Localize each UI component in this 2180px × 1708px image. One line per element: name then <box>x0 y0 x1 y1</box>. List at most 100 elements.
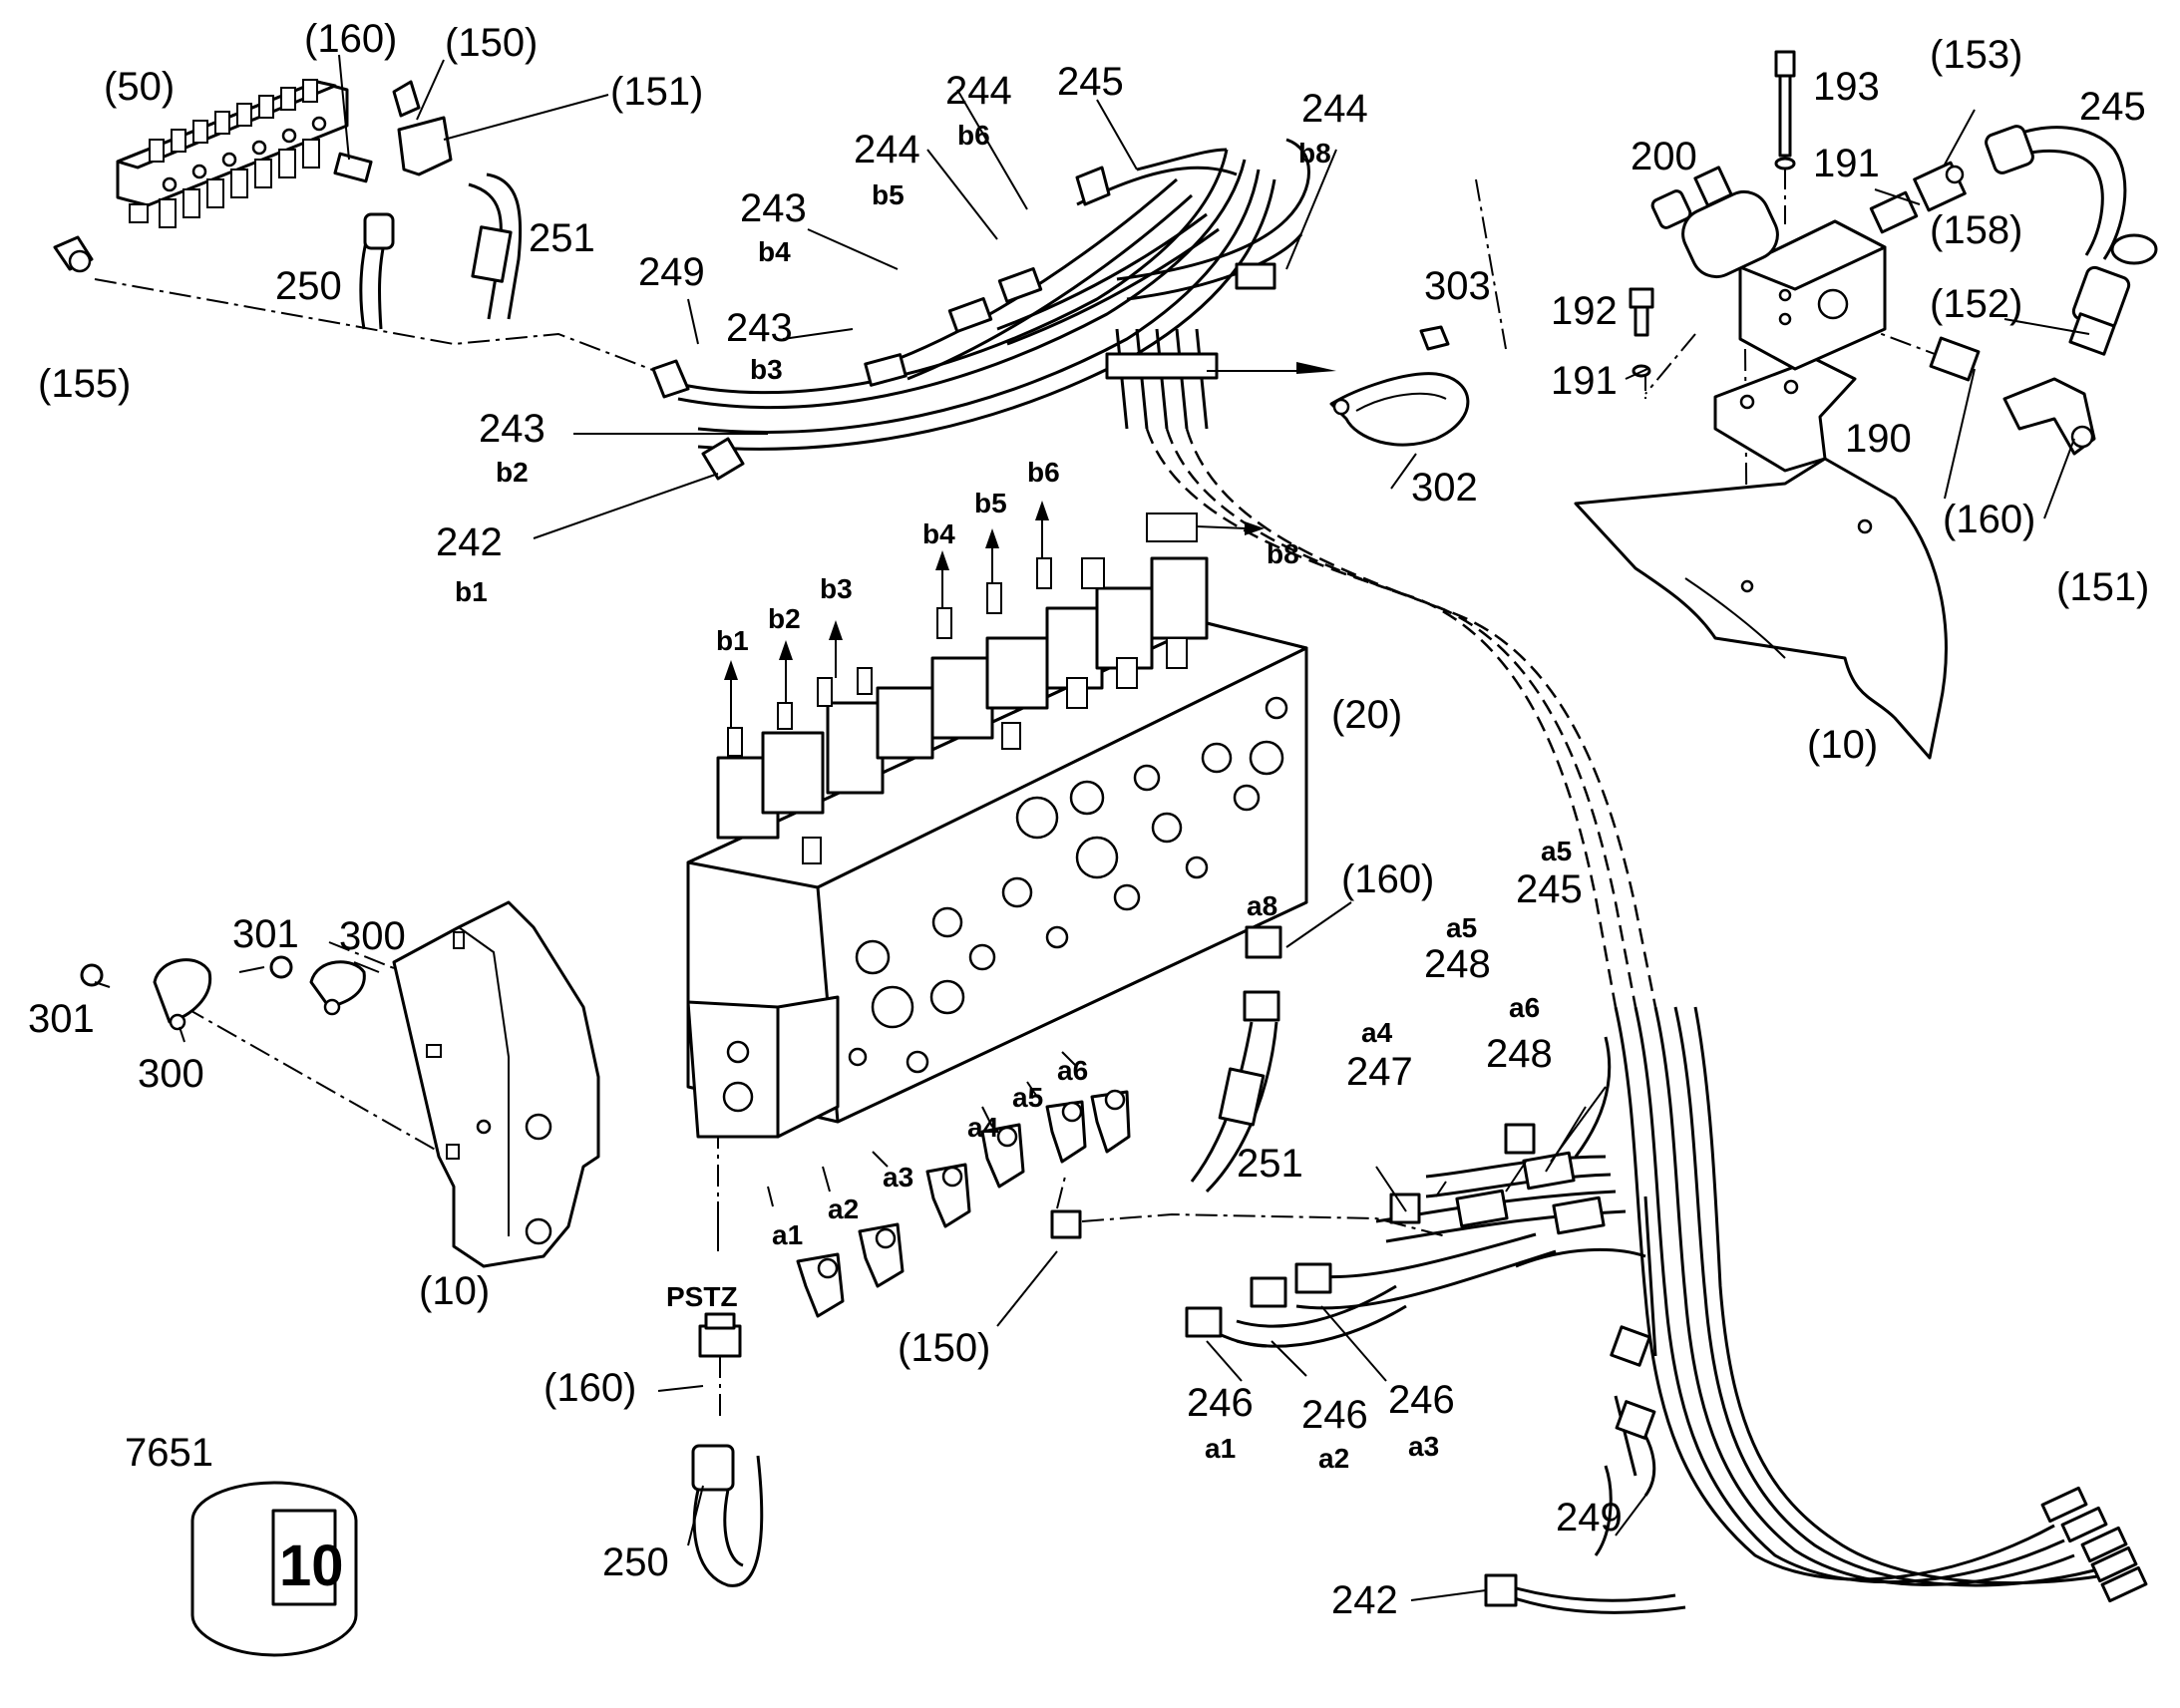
callout-251-bottom: 251 <box>1237 1142 1303 1186</box>
callout-150-top: (150) <box>445 21 538 65</box>
callout-158: (158) <box>1930 208 2022 252</box>
callout-249-top: 249 <box>638 250 705 294</box>
callout-153: (153) <box>1930 33 2022 77</box>
callout-249-bottom: 249 <box>1556 1496 1623 1539</box>
code-b5-port: b5 <box>974 488 1007 518</box>
code-b5-hose: b5 <box>872 179 905 210</box>
code-pstz: PSTZ <box>666 1281 738 1312</box>
callout-50: (50) <box>104 65 175 109</box>
clamps-300-301 <box>80 955 366 1031</box>
code-b2-port: b2 <box>768 603 801 634</box>
bracket-10-left <box>392 900 600 1268</box>
callout-246-a3: 246 <box>1388 1378 1455 1422</box>
callout-10-left: (10) <box>419 1269 490 1313</box>
callout-303: 303 <box>1424 264 1491 308</box>
callout-301-left: 301 <box>28 997 95 1041</box>
callout-200: 200 <box>1631 135 1697 178</box>
tag-7651: 10 <box>190 1481 358 1657</box>
code-b2-hose: b2 <box>496 457 529 488</box>
code-a5-mid: a5 <box>1446 912 1477 943</box>
callout-190: 190 <box>1845 417 1912 461</box>
hose-250-top <box>359 212 395 330</box>
callout-160-top: (160) <box>304 17 397 61</box>
code-b6-hose: b6 <box>957 120 990 151</box>
callout-242-b1: 242 <box>436 520 503 564</box>
hose-245-right <box>1985 125 2158 265</box>
callout-160-right: (160) <box>1943 498 2035 541</box>
code-b1-hose: b1 <box>455 576 488 607</box>
code-b1-port: b1 <box>716 625 749 656</box>
callout-248-a6: 248 <box>1486 1032 1553 1076</box>
callout-300-top: 300 <box>339 914 406 958</box>
callout-301-top: 301 <box>232 912 299 956</box>
fitting-155 <box>53 235 94 273</box>
fitting-158-153 <box>1869 161 1967 234</box>
callout-192: 192 <box>1551 289 1618 333</box>
a8-fitting-hose-251 <box>1190 925 1282 1194</box>
callout-155: (155) <box>38 362 131 406</box>
code-a1-hose: a1 <box>1205 1433 1236 1464</box>
callout-243-b3: 243 <box>726 306 793 350</box>
callout-247: 247 <box>1346 1050 1413 1094</box>
solenoid-valve-200 <box>1650 166 1887 371</box>
code-a1-port: a1 <box>772 1219 803 1250</box>
hose-251-top <box>468 172 523 320</box>
dashed-hose-routing <box>1145 428 1657 1008</box>
callout-labels: (50) (160) (150) (151) (155) 250 251 244… <box>28 17 2149 1622</box>
b-port-arrows <box>724 501 1265 728</box>
bolt-193 <box>1774 50 1796 171</box>
callout-244-b8: 244 <box>1301 87 1368 131</box>
callout-191-bottom: 191 <box>1551 359 1618 403</box>
callout-152: (152) <box>1930 282 2022 326</box>
bolt-192 <box>1629 287 1654 378</box>
callout-10-right: (10) <box>1807 723 1878 767</box>
code-a2-hose: a2 <box>1318 1443 1349 1474</box>
callout-242-bottom: 242 <box>1331 1578 1398 1622</box>
callout-7651: 7651 <box>125 1431 213 1475</box>
callout-245-lower: 245 <box>1516 867 1583 911</box>
code-a2-port: a2 <box>828 1194 859 1224</box>
leader-lines <box>94 54 2090 1601</box>
callout-150-bottom: (150) <box>898 1326 990 1370</box>
code-a3-hose: a3 <box>1408 1431 1439 1462</box>
fitting-150-top <box>392 80 453 176</box>
tag-badge: 10 <box>279 1534 344 1598</box>
callout-243-b4: 243 <box>740 186 807 230</box>
callout-151-right: (151) <box>2056 565 2149 609</box>
callout-300-left: 300 <box>138 1052 204 1096</box>
code-a6-mid: a6 <box>1509 992 1540 1023</box>
callout-243-b2: 243 <box>479 407 545 451</box>
hose-bundle-bottom <box>1185 1006 2148 1614</box>
code-b4-port: b4 <box>922 518 955 549</box>
callout-20: (20) <box>1331 693 1402 737</box>
callout-246-a1: 246 <box>1187 1381 1254 1425</box>
fitting-160-top <box>333 152 373 183</box>
callout-302: 302 <box>1411 466 1478 510</box>
code-b3-hose: b3 <box>750 354 783 385</box>
code-a8-port: a8 <box>1247 890 1277 921</box>
callout-191-top: 191 <box>1813 142 1880 185</box>
code-b6-port: b6 <box>1027 457 1060 488</box>
code-a3-port: a3 <box>883 1162 913 1193</box>
pstz-fitting-hose-250 <box>691 1312 764 1587</box>
callout-193: 193 <box>1813 65 1880 109</box>
code-a4-port: a4 <box>967 1112 999 1143</box>
clamp-302-303 <box>1207 325 1470 447</box>
code-b3-port: b3 <box>820 573 853 604</box>
callout-160-a8: (160) <box>1341 857 1434 901</box>
callout-248-a5: 248 <box>1424 942 1491 986</box>
control-valve-20 <box>686 512 1308 1139</box>
callout-151-top: (151) <box>610 70 703 114</box>
fitting-152-151-right <box>1929 265 2131 456</box>
callout-250-top: 250 <box>275 264 342 308</box>
bracket-10-right <box>1574 457 1948 760</box>
hose-bundle-top <box>651 138 1310 481</box>
callout-245-top: 245 <box>1057 60 1124 104</box>
mounting-plate-190 <box>1713 357 1857 473</box>
manifold-block-50 <box>116 79 349 228</box>
callout-244-b5: 244 <box>854 128 920 171</box>
code-b4-hose: b4 <box>758 236 791 267</box>
callout-245-right: 245 <box>2079 85 2146 129</box>
code-a5-port: a5 <box>1012 1082 1043 1113</box>
